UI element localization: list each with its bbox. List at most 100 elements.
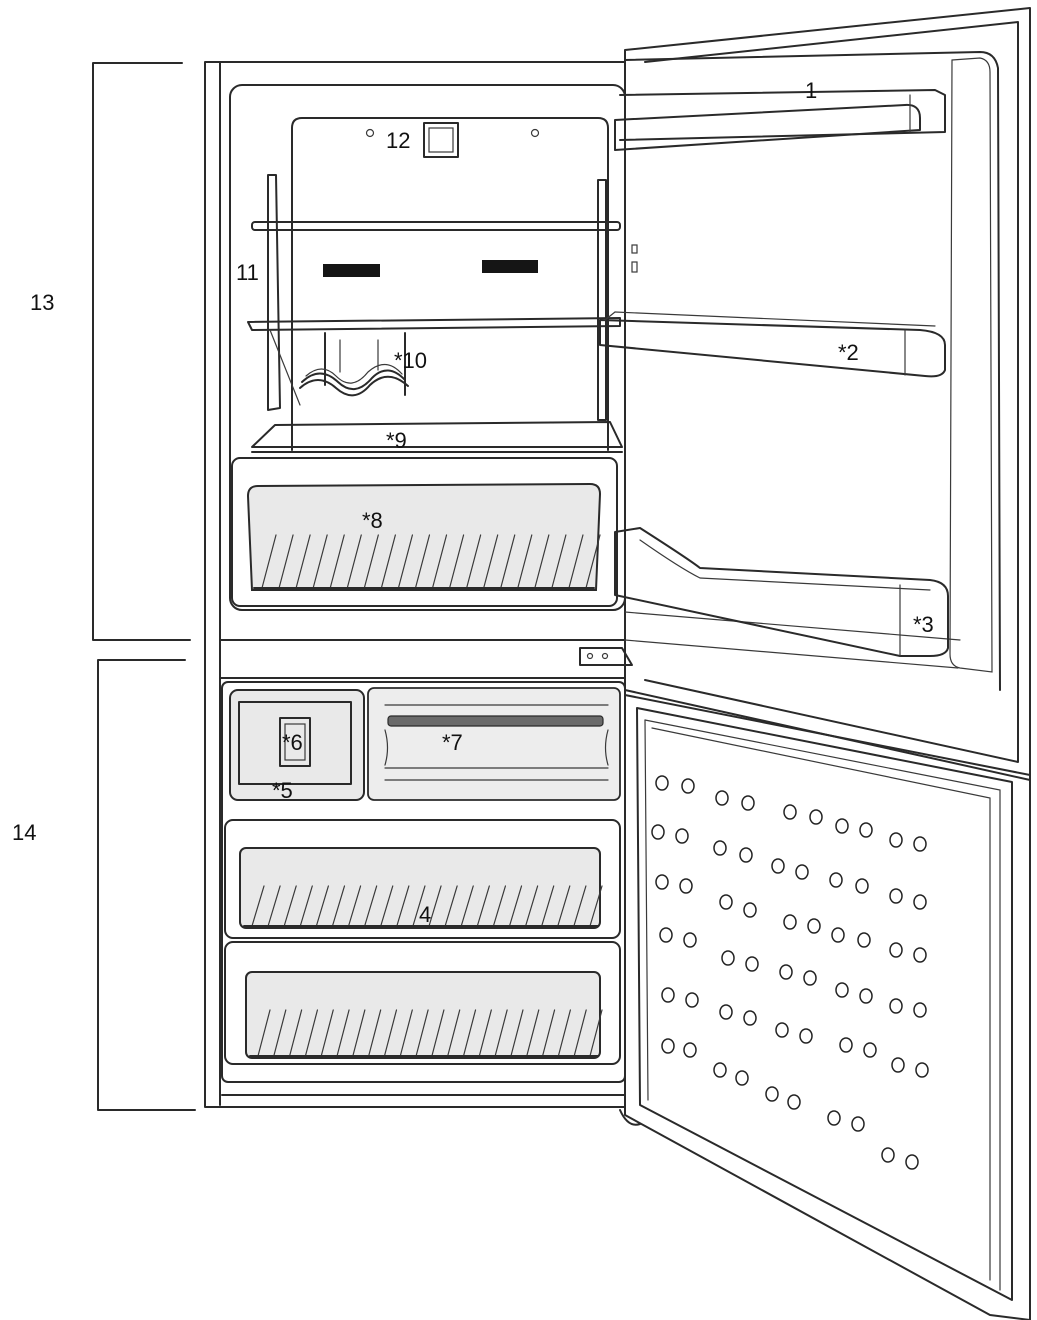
label-3: *3 (913, 612, 934, 637)
door-dimple (713, 1062, 727, 1078)
door-dimple (719, 1004, 733, 1020)
drawer-rib (251, 885, 265, 927)
drawer-rib (508, 885, 523, 927)
drawer-rib (510, 1009, 524, 1057)
drawer-rib (257, 1009, 271, 1057)
door-dimple (891, 1057, 905, 1073)
drawer-rib (352, 1009, 366, 1057)
drawer-rib (383, 1009, 398, 1057)
door-dimple (675, 828, 689, 844)
drawer-rib (428, 885, 442, 927)
door-dimple (655, 775, 669, 791)
drawer-rib (278, 534, 294, 589)
middle-hinge (579, 647, 633, 666)
drawer-rib (476, 885, 490, 927)
label-13: 13 (30, 290, 54, 315)
door-dimple (739, 847, 753, 863)
ice-tray-compartment (229, 689, 365, 801)
door-dimple (863, 1042, 877, 1058)
door-dimple (835, 982, 849, 998)
drawer-rib (557, 1009, 571, 1057)
drawer-rib (585, 534, 601, 589)
drawer-rib (573, 885, 587, 927)
door-dimple (831, 927, 845, 943)
label-9: *9 (386, 428, 407, 453)
drawer-rib (304, 1009, 319, 1057)
drawer-rib (541, 885, 555, 927)
door-dimple (771, 858, 785, 874)
door-dimple (775, 1022, 789, 1038)
door-dimple (683, 1042, 697, 1058)
drawer-rib (492, 885, 507, 927)
freezer-drawer-upper (224, 819, 621, 939)
door-dimple (681, 778, 695, 794)
door-dimple (859, 988, 873, 1004)
door-dimple (659, 927, 673, 943)
drawer-rib (414, 534, 431, 589)
drawer-rib (541, 1009, 556, 1057)
label-14: 14 (12, 820, 36, 845)
door-dimple (683, 932, 697, 948)
door-dimple (803, 970, 817, 986)
door-dimple (839, 1037, 853, 1053)
door-dimple (857, 932, 871, 948)
drawer-rib (447, 1009, 461, 1057)
drawer-rib (534, 534, 550, 589)
door-dimple (661, 1038, 675, 1054)
drawer-rib (295, 534, 311, 589)
door-dimple (735, 1070, 749, 1086)
drawer-rib (336, 1009, 350, 1057)
upper-glass-shelf (251, 221, 621, 231)
drawer-rib (412, 885, 426, 927)
drawer-rib (399, 1009, 413, 1057)
drawer-rib (329, 534, 345, 589)
door-dimple (855, 878, 869, 894)
fridge-section-bracket (92, 62, 191, 641)
door-dimple (795, 864, 809, 880)
door-dimple (779, 964, 793, 980)
rear-vent-right (482, 260, 538, 273)
drawer-rib (448, 534, 465, 589)
rear-vent-left (323, 264, 380, 277)
drawer-rib (478, 1009, 492, 1057)
door-dimple (835, 818, 849, 834)
drawer-rib (397, 534, 414, 589)
door-dimple (745, 956, 759, 972)
freezer-section-bracket (97, 659, 196, 1111)
door-dimple (765, 1086, 779, 1102)
drawer-rib (557, 885, 571, 927)
drawer-rib (494, 1009, 508, 1057)
door-dimple (783, 914, 797, 930)
door-shelf-middle (599, 311, 946, 378)
label-6: *6 (282, 730, 303, 755)
door-dimple (713, 840, 727, 856)
drawer-rib (568, 534, 584, 589)
label-4: 4 (419, 902, 431, 927)
label-2: *2 (838, 340, 859, 365)
crisper-drawer (231, 457, 618, 607)
drawer-rib (444, 885, 458, 927)
drawer-rib (315, 885, 329, 927)
drawer-rib (364, 885, 378, 927)
door-dimple (859, 822, 873, 838)
drawer-rib (273, 1009, 287, 1057)
drawer-rib (525, 885, 539, 927)
door-dimple (655, 874, 669, 890)
door-dimple (743, 1010, 757, 1026)
middle-glass-shelf (247, 317, 621, 406)
drawer-rib (380, 885, 394, 927)
drawer-rib (466, 534, 482, 589)
drawer-rib (283, 885, 297, 927)
drawer-rib (267, 885, 281, 927)
ice-bank-drawer (367, 687, 621, 801)
door-dimple (881, 1147, 895, 1163)
drawer-rib (289, 1009, 303, 1057)
door-dimple (651, 824, 665, 840)
door-dimple (827, 1110, 841, 1126)
door-dimple (889, 832, 903, 848)
door-dimple (719, 894, 733, 910)
door-dimple (851, 1116, 865, 1132)
drawer-rib (551, 534, 567, 589)
drawer-rib (320, 1009, 334, 1057)
